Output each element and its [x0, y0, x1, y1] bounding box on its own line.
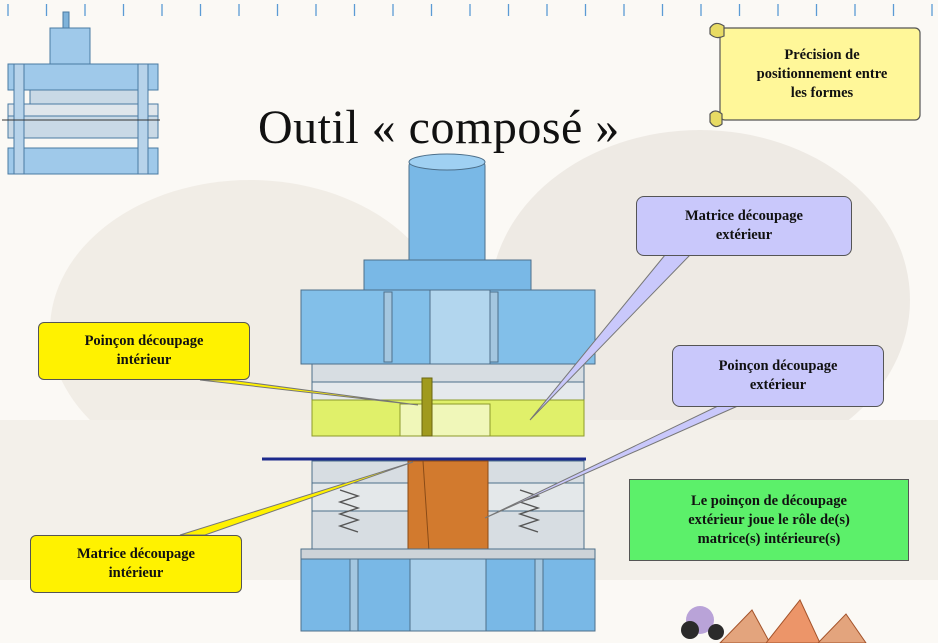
compound-tool-drawing	[262, 153, 596, 632]
logo-mascot	[681, 599, 867, 643]
callout-note-line-3: matrice(s) intérieure(s)	[697, 530, 841, 547]
callout-punch-inner-line-1: Poinçon découpage	[84, 333, 204, 349]
callout-punch-outer-line-1: Poinçon découpage	[718, 358, 838, 374]
scroll-note-line-1: Précision de	[784, 47, 860, 63]
callout-note: Le poinçon de découpage extérieur joue l…	[629, 479, 909, 561]
callout-punch-inner-line-2: intérieur	[116, 352, 172, 368]
slide-title: Outil « composé »	[258, 101, 620, 154]
top-ruler	[7, 4, 933, 16]
tool-thumbnail	[2, 11, 160, 175]
scroll-note-line-2: positionnement entre	[756, 66, 888, 82]
punch-plate	[311, 363, 585, 383]
scroll-note: Précision de positionnement entre les fo…	[733, 46, 911, 103]
callout-pointers	[179, 254, 741, 536]
inner-punch	[421, 377, 433, 437]
callout-note-line-1: Le poinçon de découpage	[691, 492, 847, 509]
scroll-note-line-3: les formes	[790, 85, 854, 101]
base-plate	[300, 548, 596, 560]
callout-die-outer-line-2: extérieur	[715, 227, 773, 243]
outer-punch	[407, 460, 489, 552]
callout-die-outer-line-1: Matrice découpage	[685, 208, 803, 224]
callout-note-line-2: extérieur joue le rôle de(s)	[688, 511, 850, 528]
callout-punch-inner: Poinçon découpage intérieur	[38, 322, 250, 380]
callout-punch-outer-line-2: extérieur	[749, 377, 807, 393]
callout-die-inner-line-1: Matrice découpage	[77, 546, 195, 562]
shank-flange	[363, 259, 532, 293]
callout-die-inner: Matrice découpage intérieur	[30, 535, 242, 593]
note-scroll	[709, 22, 921, 128]
springs	[337, 489, 541, 533]
callout-die-outer: Matrice découpage extérieur	[636, 196, 852, 256]
callout-die-inner-line-2: intérieur	[108, 565, 164, 581]
pointer-punch-inner	[199, 379, 419, 406]
tool-shank	[408, 159, 486, 271]
callout-punch-outer: Poinçon découpage extérieur	[672, 345, 884, 407]
